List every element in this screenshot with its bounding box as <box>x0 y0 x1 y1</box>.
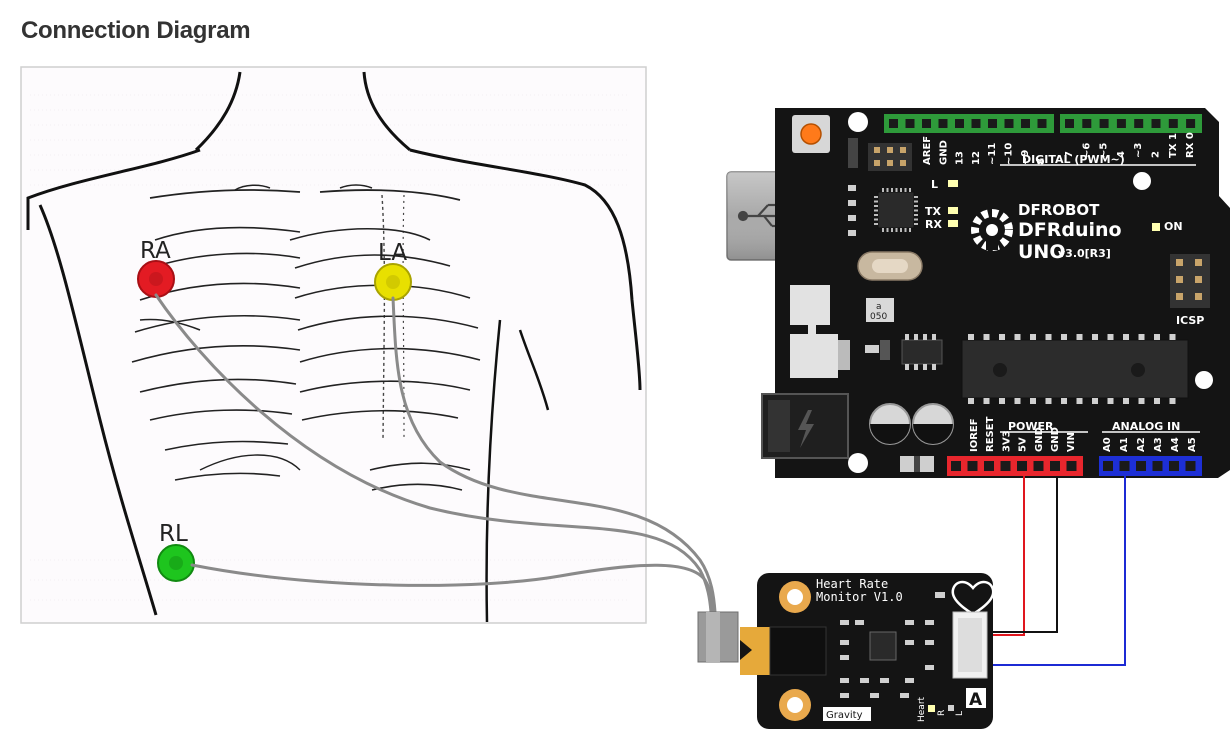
digital-pin-label-right-6: TX 1 <box>1168 133 1179 158</box>
led-on-label: ON <box>1164 220 1183 233</box>
digital-pin-label-1: GND <box>938 140 949 165</box>
electrode-ra: RA <box>138 238 174 297</box>
sensor-led-l-label: L <box>955 711 965 716</box>
brand-version: v3.0[R3] <box>1058 247 1111 260</box>
wire-5v-red <box>990 476 1024 635</box>
sensor-name-line1: Heart Rate <box>816 577 888 591</box>
power-pin-label-1: RESET <box>985 416 996 452</box>
sensor-gravity-label: Gravity <box>826 710 863 721</box>
digital-pin-label-2: 13 <box>955 151 966 165</box>
analog-pin-label-2: A2 <box>1136 437 1147 452</box>
power-pin-label-6: VIN <box>1066 432 1077 452</box>
power-pin-label-3: 5V <box>1018 437 1029 452</box>
digital-pin-label-right-7: RX 0 <box>1185 132 1196 158</box>
analog-pin-label-5: A5 <box>1187 437 1198 452</box>
power-pin-label-4: GND <box>1034 427 1045 452</box>
digital-pin-label-right-4: ~3 <box>1133 143 1144 158</box>
heart-rate-sensor: Heart Rate Monitor V1.0 A Gravity Heart … <box>698 573 993 729</box>
power-pin-label-2: 3V3 <box>1001 430 1012 452</box>
electrode-rl-label: RL <box>159 521 188 547</box>
sensor-name-line2: Monitor V1.0 <box>816 590 903 604</box>
sensor-led-r-label: R <box>937 710 947 716</box>
led-rx-label: RX <box>925 218 942 231</box>
power-pin-label-5: GND <box>1050 427 1061 452</box>
digital-pin-label-5: ~10 <box>1004 143 1015 165</box>
power-header-label: POWER <box>1008 420 1054 433</box>
analog-pin-label-3: A3 <box>1153 437 1164 452</box>
led-tx-label: TX <box>925 205 942 218</box>
icsp-label: ICSP <box>1176 314 1204 327</box>
arduino-board: AREFGND1312~11~10~98 7~6~54~32TX 1RX 0 D… <box>727 108 1230 478</box>
digital-pin-label-3: 12 <box>971 151 982 165</box>
power-header <box>947 456 1083 476</box>
chip-label-bottom: 050 <box>870 312 887 322</box>
connection-wires <box>990 476 1125 665</box>
analog-pin-label-0: A0 <box>1102 437 1113 452</box>
power-pin-label-0: IOREF <box>969 418 980 452</box>
digital-pin-label-right-5: 2 <box>1151 151 1162 158</box>
brand-dfrobot: DFROBOT <box>1018 201 1100 219</box>
sensor-badge: A <box>969 690 983 710</box>
sensor-heart-label: Heart <box>917 696 927 722</box>
brand-dfrduino: DFRduino <box>1018 219 1122 241</box>
chip-label-top: a <box>876 302 882 312</box>
analog-pin-label-1: A1 <box>1119 437 1130 452</box>
analog-pin-label-4: A4 <box>1170 437 1181 452</box>
analog-header-label: ANALOG IN <box>1112 420 1180 433</box>
electrode-la: LA <box>375 240 411 300</box>
digital-pin-label-4: ~11 <box>987 143 998 165</box>
digital-pin-label-0: AREF <box>922 136 933 165</box>
led-l-label: L <box>931 178 938 191</box>
electrode-la-label: LA <box>378 240 407 266</box>
digital-header-label: DIGITAL (PWM~) <box>1022 153 1125 166</box>
torso-illustration <box>21 67 646 623</box>
digital-header-right <box>1060 114 1202 133</box>
